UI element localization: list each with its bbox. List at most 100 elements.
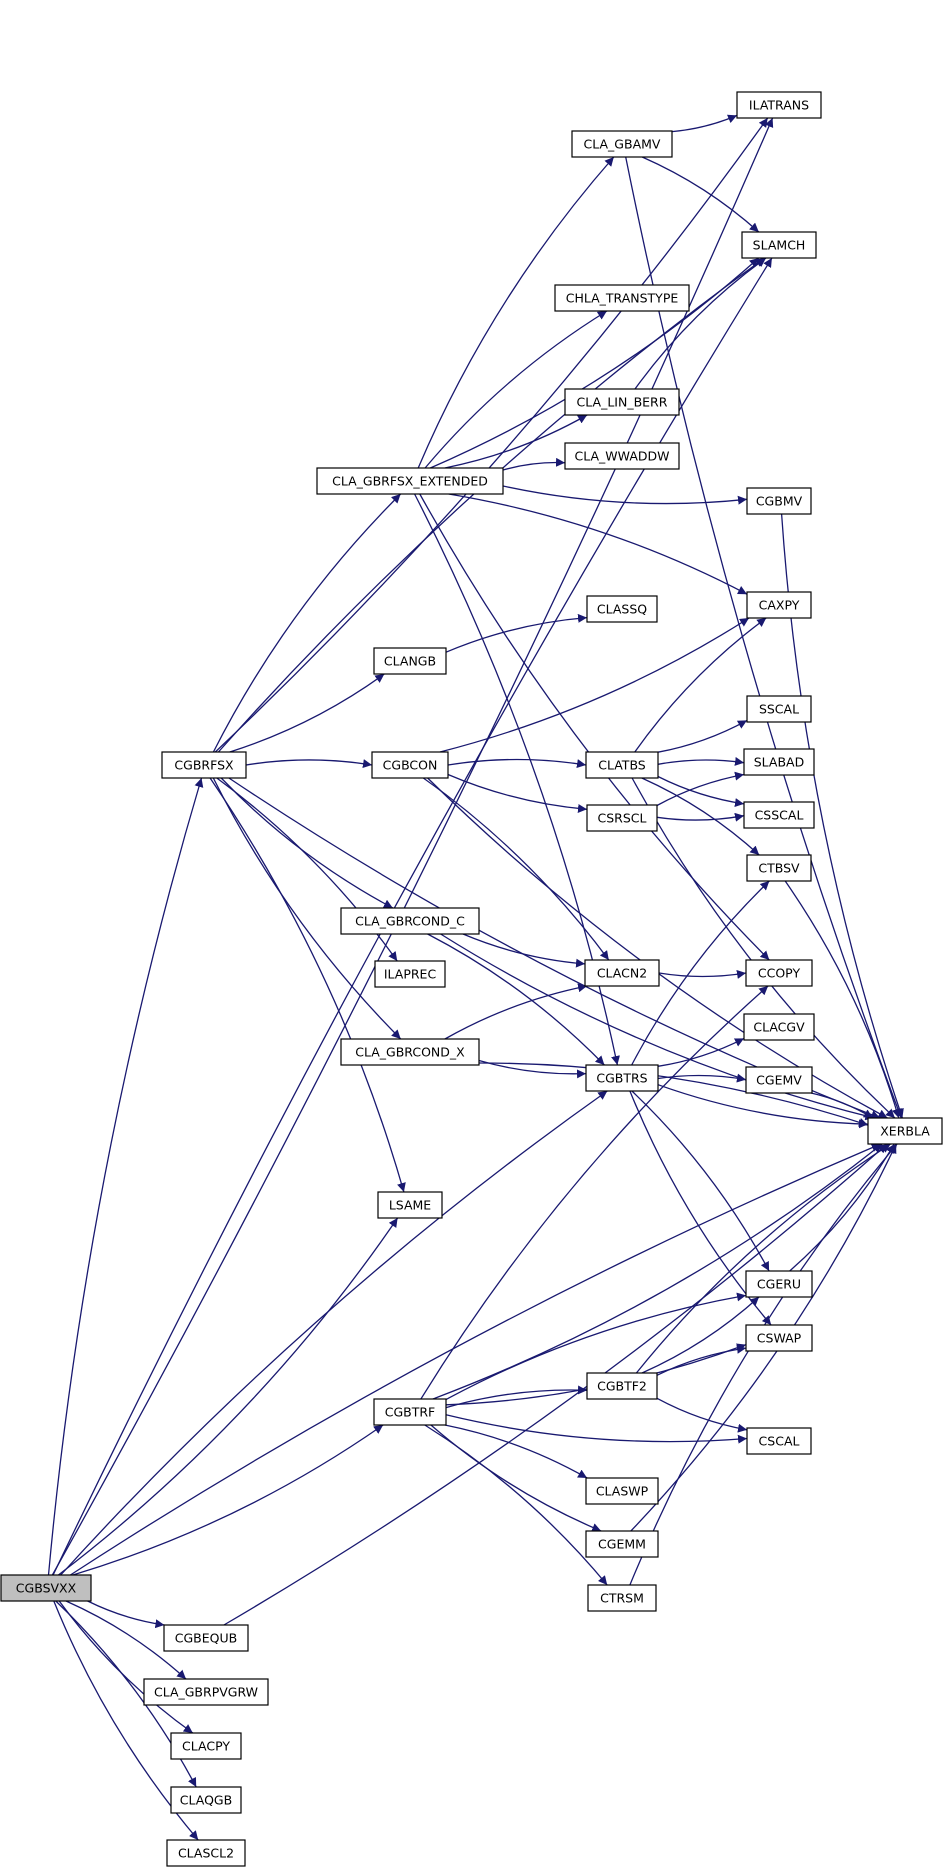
node-clatbs[interactable]: CLATBS (585, 751, 659, 779)
node-cla-gbrfsx-extended[interactable]: CLA_GBRFSX_EXTENDED (316, 467, 504, 495)
node-label: CGBTRF (385, 1405, 436, 1420)
node-clangb[interactable]: CLANGB (373, 647, 447, 675)
node-label: XERBLA (880, 1124, 930, 1139)
node-cscal[interactable]: CSCAL (746, 1427, 812, 1455)
node-cla-gbamv[interactable]: CLA_GBAMV (571, 130, 673, 158)
edge-cgbtrs-to-cswap (629, 1090, 772, 1326)
edge-cgbtrs-to-clacgv (657, 1037, 745, 1067)
edge-ctrsm-to-xerbla (629, 1143, 898, 1586)
node-label: CCOPY (758, 966, 801, 981)
node-chla-transtype[interactable]: CHLA_TRANSTYPE (554, 284, 690, 312)
edge-cla-gbrcond-x-to-clacn2 (444, 983, 588, 1040)
node-label: CGBCON (383, 758, 438, 773)
node-clacpy[interactable]: CLACPY (170, 1732, 242, 1760)
node-box (745, 1066, 813, 1094)
node-cla-lin-berr[interactable]: CLA_LIN_BERR (564, 388, 680, 416)
edge-cgbtrs-to-ctbsv (631, 880, 770, 1066)
edge-cla-gbrfsx-extended-to-cla-lin-berr (444, 414, 588, 469)
node-box (564, 442, 680, 470)
node-slabad[interactable]: SLABAD (743, 748, 815, 776)
node-clacgv[interactable]: CLACGV (743, 1013, 815, 1041)
edge-cgbrfsx-to-cla-gbrfsx-extended (212, 493, 402, 753)
edge-cgbtrf-to-claswp (444, 1424, 588, 1479)
node-slamch[interactable]: SLAMCH (741, 231, 817, 259)
node-cgbmv[interactable]: CGBMV (746, 487, 812, 515)
edge-cgbcon-to-clatbs (447, 758, 587, 769)
node-clascl2[interactable]: CLASCL2 (166, 1839, 246, 1867)
node-caxpy[interactable]: CAXPY (746, 591, 812, 619)
node-box (0, 1574, 92, 1602)
node-cla-gbrcond-c[interactable]: CLA_GBRCOND_C (340, 907, 480, 935)
edge-cgbcon-to-csrscl (447, 773, 588, 814)
node-cgbtrf[interactable]: CGBTRF (373, 1398, 447, 1426)
node-cla-gbrcond-x[interactable]: CLA_GBRCOND_X (340, 1038, 480, 1066)
node-ctbsv[interactable]: CTBSV (746, 854, 812, 882)
node-label: CLATBS (598, 758, 646, 773)
node-box (746, 487, 812, 515)
node-cgbtf2[interactable]: CGBTF2 (586, 1372, 658, 1400)
node-cla-gbrpvgrw[interactable]: CLA_GBRPVGRW (143, 1678, 269, 1706)
node-box (586, 595, 658, 623)
node-ilaprec[interactable]: ILAPREC (374, 960, 446, 988)
node-cgbtrs[interactable]: CGBTRS (585, 1064, 659, 1092)
edge-cgbsvxx-to-cgbtrf (72, 1424, 384, 1576)
node-xerbla[interactable]: XERBLA (867, 1117, 943, 1145)
edge-cgbrfsx-to-clangb (229, 673, 385, 753)
node-box (746, 1427, 812, 1455)
node-cswap[interactable]: CSWAP (745, 1324, 813, 1352)
node-box (554, 284, 690, 312)
edge-cla-gbamv-to-slamch (641, 156, 760, 233)
node-classq[interactable]: CLASSQ (586, 595, 658, 623)
node-claqgb[interactable]: CLAQGB (170, 1786, 242, 1814)
edge-cgbtf2-to-cgeru (641, 1296, 760, 1374)
node-claswp[interactable]: CLASWP (585, 1477, 659, 1505)
edge-clangb-to-classq (445, 613, 588, 653)
node-cgemm[interactable]: CGEMM (585, 1530, 659, 1558)
edge-csrscl-to-csscal (656, 812, 745, 822)
node-label: CGBSVXX (16, 1581, 77, 1596)
node-label: CLA_GBRCOND_C (355, 914, 465, 929)
node-box (736, 91, 822, 119)
node-cgeru[interactable]: CGERU (745, 1270, 813, 1298)
node-cgbsvxx[interactable]: CGBSVXX (0, 1574, 92, 1602)
node-clacn2[interactable]: CLACN2 (584, 959, 660, 987)
node-label: CLA_GBRCOND_X (355, 1045, 465, 1060)
node-csrscl[interactable]: CSRSCL (586, 804, 658, 832)
node-ilatrans[interactable]: ILATRANS (736, 91, 822, 119)
edge-cgbrfsx-to-lsame (209, 777, 406, 1193)
node-label: CAXPY (759, 598, 800, 613)
node-box (741, 231, 817, 259)
node-sscal[interactable]: SSCAL (746, 695, 812, 723)
node-label: LSAME (389, 1198, 431, 1213)
node-ctrsm[interactable]: CTRSM (587, 1584, 657, 1612)
edge-cla-gbrfsx-extended-to-ccopy (419, 493, 770, 961)
edge-cgbsvxx-to-lsame (58, 1217, 399, 1576)
node-box (745, 959, 813, 987)
edge-cgbtrs-to-xerbla (657, 1084, 869, 1129)
node-label: CLAQGB (180, 1793, 232, 1808)
node-label: ILAPREC (384, 967, 437, 982)
node-ccopy[interactable]: CCOPY (745, 959, 813, 987)
edge-clatbs-to-csscal (657, 775, 745, 807)
edge-cla-gbrfsx-extended-to-slamch (430, 257, 760, 469)
edge-cgbtrf-to-cgbtf2 (445, 1385, 588, 1409)
node-lsame[interactable]: LSAME (377, 1191, 443, 1219)
edge-cgbsvxx-to-cgbtrs (60, 1090, 608, 1576)
node-csscal[interactable]: CSSCAL (743, 801, 815, 829)
node-cgemv[interactable]: CGEMV (745, 1066, 813, 1094)
node-label: CGERU (757, 1277, 801, 1292)
node-box (585, 751, 659, 779)
node-box (340, 1038, 480, 1066)
node-cla-wwaddw[interactable]: CLA_WWADDW (564, 442, 680, 470)
node-cgbrfsx[interactable]: CGBRFSX (161, 751, 247, 779)
node-box (743, 801, 815, 829)
node-cgbcon[interactable]: CGBCON (371, 751, 449, 779)
node-box (166, 1839, 246, 1867)
edge-cgbrfsx-to-cla-gbrcond-x (212, 777, 402, 1040)
edge-cla-gbrcond-c-to-xerbla (440, 933, 875, 1121)
edge-cgbcon-to-caxpy (439, 617, 750, 753)
node-cgbequb[interactable]: CGBEQUB (163, 1624, 249, 1652)
node-label: CGBTF2 (597, 1379, 647, 1394)
edge-cgbequb-to-xerbla (223, 1143, 888, 1626)
node-label: CGBRFSX (174, 758, 234, 773)
